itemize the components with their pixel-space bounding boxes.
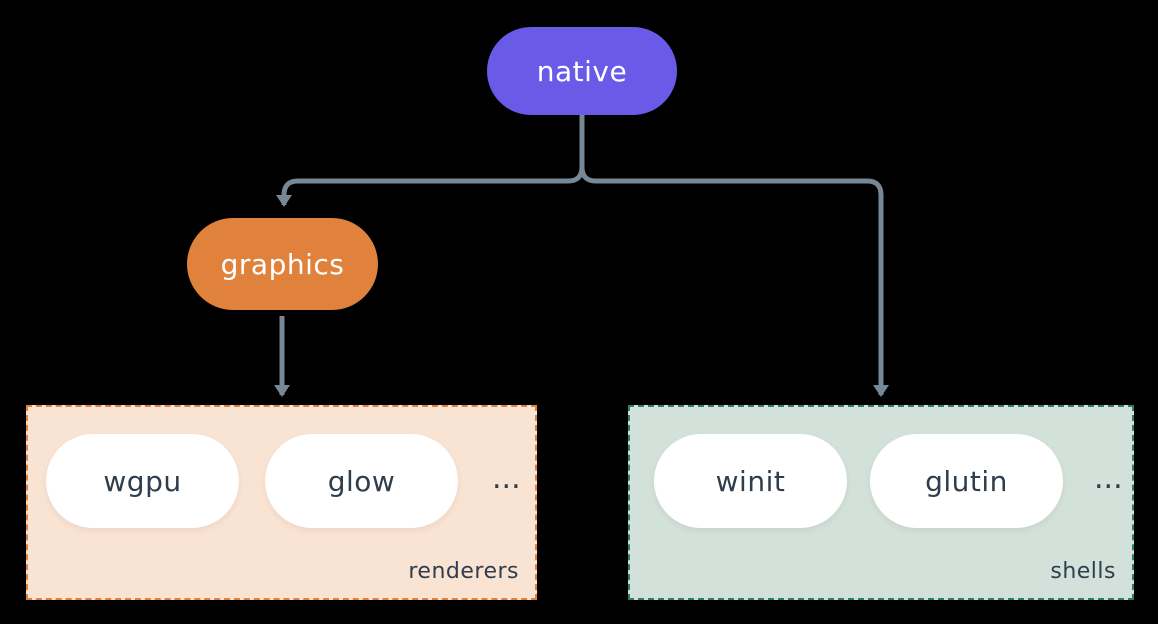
renderers-ellipsis: ... [492,460,521,496]
node-graphics-label: graphics [220,247,345,281]
renderers-pill-row: wgpu glow ... [46,434,521,528]
edge-native-to-shells [579,115,889,397]
node-graphics: graphics [187,218,378,310]
renderers-group-label: renderers [408,559,519,584]
edge-native-to-graphics [276,115,585,207]
node-glutin-label: glutin [925,464,1008,498]
node-wgpu-label: wgpu [103,464,182,498]
shells-pill-row: winit glutin ... [654,434,1123,528]
node-glow-label: glow [327,464,396,498]
node-winit: winit [654,434,847,528]
node-glutin: glutin [870,434,1063,528]
node-winit-label: winit [715,464,786,498]
node-wgpu: wgpu [46,434,239,528]
node-native: native [487,27,677,115]
node-glow: glow [265,434,458,528]
shells-group-label: shells [1050,559,1116,584]
node-native-label: native [536,54,628,88]
shells-ellipsis: ... [1094,460,1123,496]
group-shells: winit glutin ... shells [628,405,1134,600]
group-renderers: wgpu glow ... renderers [26,405,537,600]
